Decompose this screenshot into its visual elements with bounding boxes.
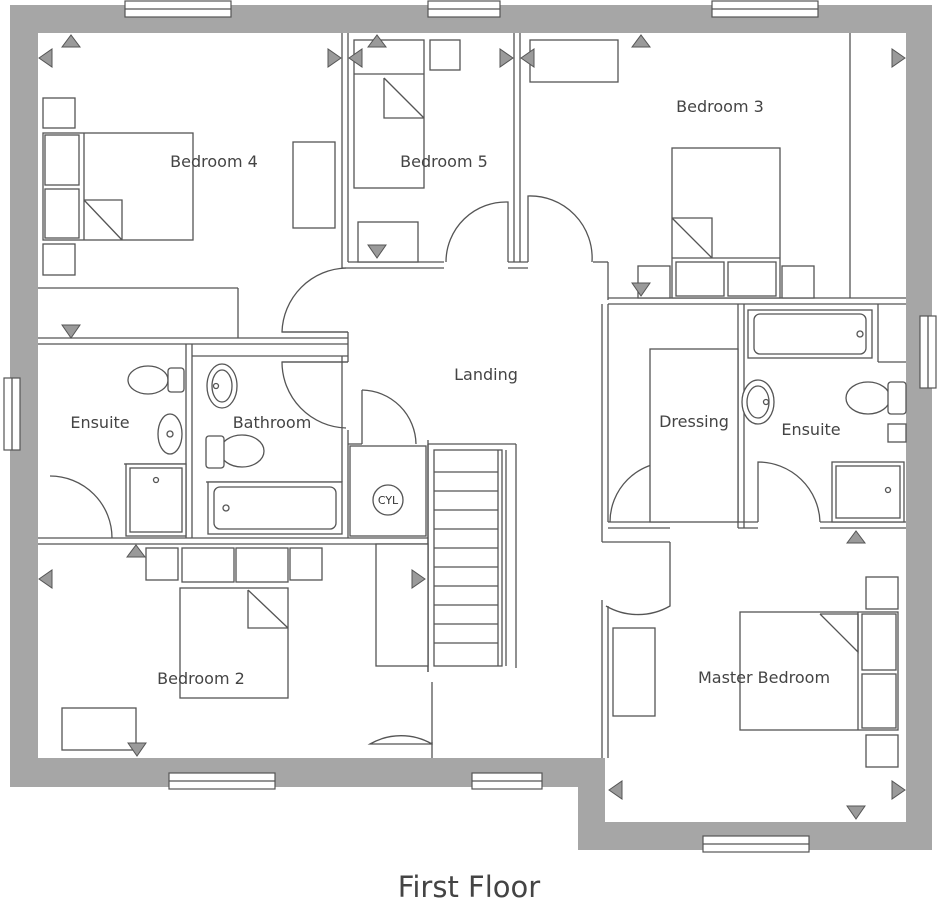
label-dressing: Dressing <box>659 412 729 431</box>
label-bathroom: Bathroom <box>233 413 312 432</box>
right-ensuite-fixtures <box>741 309 907 523</box>
label-bedroom-2: Bedroom 2 <box>157 669 245 688</box>
cylinder-cupboard: CYL <box>349 445 427 537</box>
bathroom-fixtures <box>125 363 343 537</box>
floor-title: First Floor <box>398 870 540 904</box>
cylinder-label: CYL <box>378 494 399 507</box>
dressing-furniture <box>649 348 739 523</box>
direction-arrows <box>38 34 906 820</box>
label-landing: Landing <box>454 365 518 384</box>
master-bedroom-furniture <box>612 576 899 768</box>
label-bedroom-3: Bedroom 3 <box>676 97 764 116</box>
bedroom3-furniture <box>529 39 815 299</box>
label-bedroom-5: Bedroom 5 <box>400 152 488 171</box>
label-bedroom-4: Bedroom 4 <box>170 152 258 171</box>
bedroom2-furniture <box>61 543 429 751</box>
staircase <box>433 449 507 667</box>
windows <box>3 0 937 853</box>
exterior-walls <box>10 5 932 850</box>
bedroom5-furniture <box>353 39 461 263</box>
label-master-bedroom: Master Bedroom <box>698 668 830 687</box>
label-ensuite-right: Ensuite <box>781 420 840 439</box>
label-ensuite-left: Ensuite <box>70 413 129 432</box>
room-labels: Bedroom 4 Bedroom 5 Bedroom 3 Ensuite Ba… <box>70 97 840 688</box>
bedroom4-furniture <box>42 97 336 276</box>
